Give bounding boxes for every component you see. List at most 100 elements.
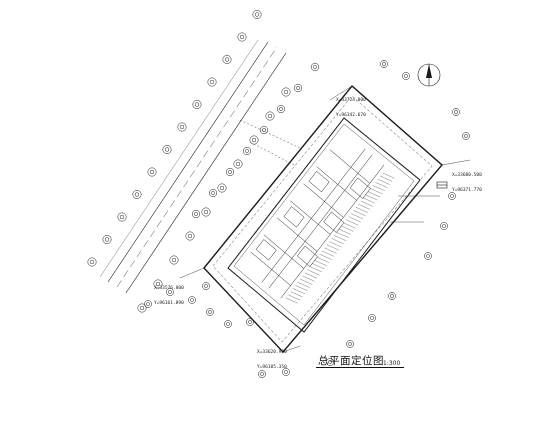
tree-core [219, 185, 225, 191]
hatch-line [380, 175, 393, 182]
tree-icon [326, 358, 334, 366]
tree-core [168, 290, 172, 294]
tree-core [179, 124, 185, 130]
tree-crown [249, 135, 259, 145]
tree-crown [207, 77, 217, 87]
hatch-line [358, 203, 371, 210]
tree-core [224, 57, 230, 62]
tree-core [404, 74, 408, 78]
tree-core [426, 254, 430, 258]
tree-core [370, 316, 374, 320]
hatch-line [360, 200, 373, 207]
coord-top-y: Y=96342.670 [336, 113, 366, 118]
hatch-line [350, 213, 364, 220]
tree-icon [368, 314, 376, 322]
tree-icon [402, 72, 410, 80]
tree-core [328, 360, 332, 364]
tree-icon [191, 209, 201, 219]
tree-icon [424, 252, 432, 260]
tree-icon [208, 188, 218, 198]
tree-core [254, 12, 260, 17]
tree-icon [188, 296, 196, 304]
tree-crown [166, 288, 174, 296]
tree-crown [225, 167, 235, 177]
tree-icon [281, 87, 291, 97]
drawing-scale: 1:300 [383, 360, 401, 367]
partition-line [329, 149, 370, 184]
room-box [283, 206, 305, 228]
tree-icon [252, 10, 262, 19]
tree-crown [217, 183, 227, 193]
coord-top: X=33724.800 Y=96342.670 [336, 88, 366, 128]
room-box [255, 239, 277, 261]
tree-icon [259, 125, 269, 135]
tree-core [194, 102, 200, 107]
tree-icon [117, 212, 127, 222]
hatch-line [334, 235, 347, 241]
tree-crown [192, 100, 202, 109]
hatch-line [324, 247, 337, 254]
partition-line [290, 200, 331, 235]
tree-icon [137, 303, 147, 313]
tree-core [164, 147, 170, 152]
tree-crown [224, 320, 232, 328]
tree-icon [448, 192, 456, 200]
tree-core [262, 128, 266, 132]
tree-icon [462, 132, 470, 140]
tree-core [382, 62, 386, 66]
hatch-line [367, 191, 381, 198]
tree-core [450, 194, 454, 198]
partition-line [303, 183, 344, 218]
tree-core [149, 169, 155, 175]
tree-crown [153, 279, 163, 289]
tree-crown [259, 125, 269, 135]
tree-core [313, 65, 317, 69]
tree-crown [132, 190, 142, 199]
hatch-line [317, 257, 330, 263]
tree-icon [166, 288, 174, 296]
tree-core [235, 161, 241, 167]
tree-crown [201, 207, 211, 217]
tree-crown [237, 32, 247, 42]
title-underline [316, 367, 404, 368]
coord-bottom-x: X=33620.980 [257, 350, 287, 355]
room-box [296, 245, 318, 267]
hatch-line [382, 172, 395, 179]
tree-crown [276, 104, 286, 114]
tree-crown [265, 111, 275, 121]
tree-crown [246, 318, 254, 326]
tree-icon [440, 222, 448, 230]
tree-icon [144, 300, 152, 308]
tree-core [283, 89, 289, 95]
partition-line [263, 234, 304, 269]
hatch-line [302, 275, 315, 282]
tree-core [194, 212, 198, 216]
hatch-line [319, 253, 332, 260]
tree-core [119, 214, 125, 220]
coord-bottom-y: Y=96185.350 [257, 365, 287, 370]
tree-core [134, 192, 140, 197]
tree-core [89, 259, 95, 265]
coord-left: X=33576.800 Y=96161.890 [154, 276, 184, 316]
tree-icon [217, 183, 227, 193]
tree-core [390, 294, 394, 298]
tree-icon [249, 135, 259, 145]
tree-crown [326, 358, 334, 366]
tree-icon [452, 108, 460, 116]
tree-icon [87, 257, 97, 267]
coord-top-x: X=33724.800 [336, 98, 366, 103]
coord-right-y: Y=96371.770 [452, 188, 482, 193]
corridor-line [280, 164, 385, 299]
tree-core [190, 298, 194, 302]
tree-core [104, 237, 110, 242]
tree-icon [169, 255, 179, 265]
tree-crown [448, 192, 456, 200]
hatch-line [297, 282, 310, 288]
tree-icon [225, 167, 235, 177]
tree-crown [162, 145, 172, 154]
tree-crown [388, 292, 396, 300]
tree-core [267, 113, 273, 119]
tree-core [211, 191, 215, 195]
tree-crown [424, 252, 432, 260]
